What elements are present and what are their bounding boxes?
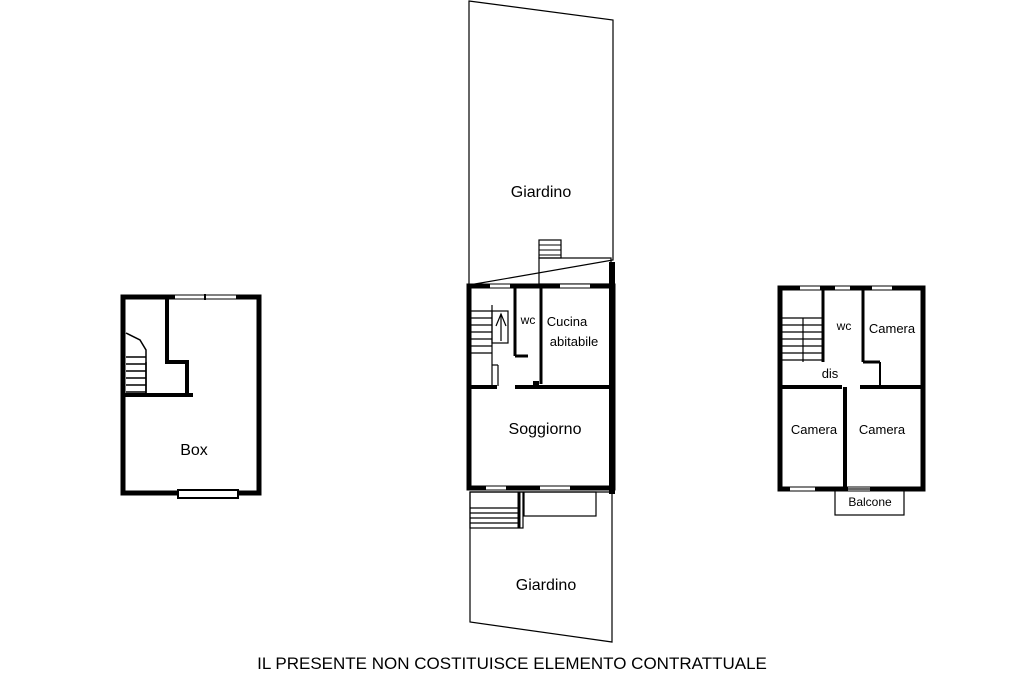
box-stair	[125, 332, 147, 393]
ground-kitchen-label-2: abitabile	[550, 334, 598, 349]
ground-living-label: Soggiorno	[509, 421, 582, 438]
upper-stair	[782, 317, 822, 362]
ground-wc-label: wc	[520, 313, 536, 327]
garden-bottom-porch	[523, 491, 597, 517]
garden-bottom-steps	[469, 491, 524, 529]
upper-wc-label: wc	[836, 319, 852, 333]
box-inner-wall	[165, 299, 189, 394]
box-door-bottom	[177, 489, 239, 499]
upper-hall-label: dis	[822, 366, 839, 381]
box-floor-plan: Box	[120, 294, 262, 499]
upper-floor-plan: wc Camera dis Camera Camera Balcone	[777, 285, 926, 516]
upper-camera-left-label: Camera	[791, 422, 838, 437]
box-label: Box	[180, 442, 208, 459]
garden-top-outline	[468, 0, 614, 286]
garden-bottom-label: Giardino	[516, 577, 577, 594]
upper-balcony	[834, 488, 905, 516]
ground-floor-plan: wc Cucina abitabile Soggiorno Giardino G…	[466, 0, 616, 643]
garden-bottom-outline	[469, 491, 613, 643]
upper-camera-right-label: Camera	[859, 422, 906, 437]
garden-top-label: Giardino	[511, 184, 572, 201]
upper-camera-top-label: Camera	[869, 321, 916, 336]
ground-kitchen-label-1: Cucina	[547, 314, 588, 329]
garden-top-step-lines	[539, 244, 561, 256]
disclaimer-text: IL PRESENTE NON COSTITUISCE ELEMENTO CON…	[257, 654, 767, 673]
ground-door-post	[533, 381, 539, 387]
ground-stair	[471, 305, 509, 386]
upper-balcony-label: Balcone	[848, 495, 892, 509]
